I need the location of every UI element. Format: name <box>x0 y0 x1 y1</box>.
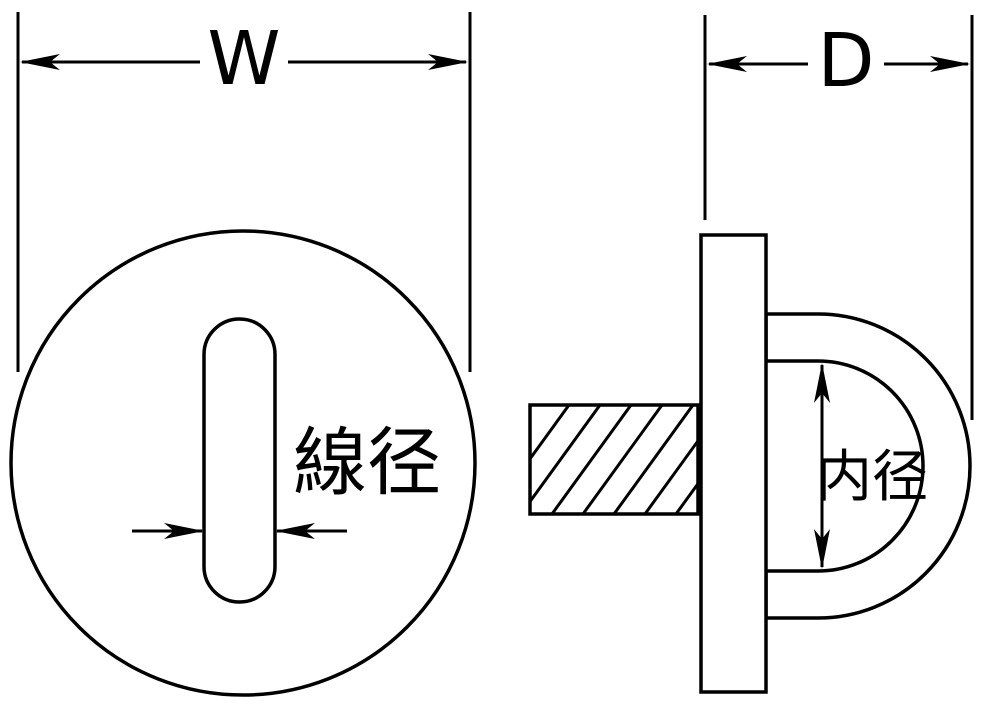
inner-diameter-label: 内径 <box>816 445 928 510</box>
width-label: W <box>207 16 280 102</box>
eye-loop <box>764 312 972 620</box>
width-dimension: W <box>16 12 472 372</box>
wire-slot <box>202 317 277 604</box>
front-view: 線径 <box>9 229 477 697</box>
side-view: 内径 <box>528 233 972 694</box>
base-plate-side <box>699 233 768 694</box>
wire-diameter-label: 線径 <box>293 420 441 506</box>
threaded-stud <box>528 403 700 516</box>
depth-label: D <box>818 18 875 104</box>
depth-dimension: D <box>703 15 974 420</box>
